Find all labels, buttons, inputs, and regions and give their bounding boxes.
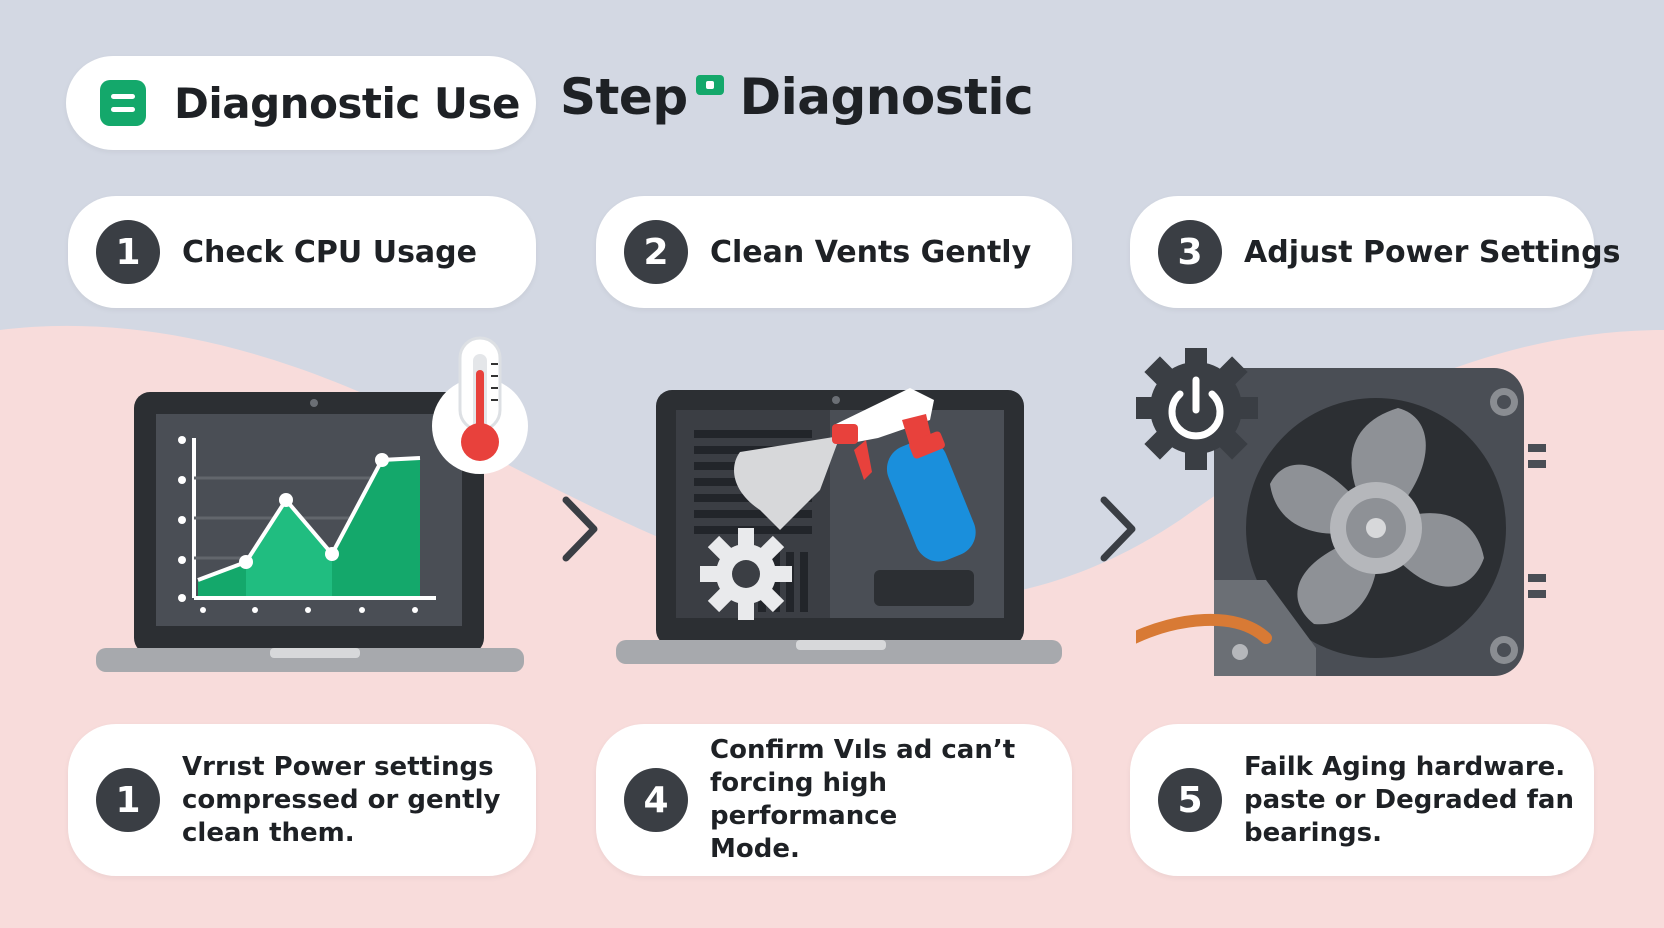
side-title-diagnostic: Diagnostic xyxy=(739,68,1034,126)
note-card-2[interactable]: 4 Confirm Vıls ad can’t forcing high per… xyxy=(596,724,1072,876)
step-card-3[interactable]: 3 Adjust Power Settings xyxy=(1130,196,1620,308)
note-card-1[interactable]: 1 Vrrıst Power settings compressed or ge… xyxy=(68,724,536,876)
note-text: Failk Aging hardware. paste or Degraded … xyxy=(1244,751,1574,848)
chevron-right-icon xyxy=(562,496,598,562)
step-number-badge: 2 xyxy=(624,220,688,284)
step-label: Clean Vents Gently xyxy=(710,234,1032,270)
cpu-chart-laptop xyxy=(96,336,528,672)
step-number-badge: 3 xyxy=(1158,220,1222,284)
fan-icon xyxy=(1214,368,1546,676)
note-text: Vrrıst Power settings compressed or gent… xyxy=(182,751,501,848)
step-card-2[interactable]: 2 Clean Vents Gently xyxy=(596,196,1072,308)
thermometer-icon xyxy=(432,336,528,474)
step-label: Check CPU Usage xyxy=(182,234,477,270)
power-gear-icon xyxy=(1136,348,1258,470)
note-text: Confirm Vıls ad can’t forcing high perfo… xyxy=(710,735,1016,864)
step-label: Adjust Power Settings xyxy=(1244,234,1621,270)
line-chart-icon xyxy=(178,436,436,613)
spray-bottle-icon xyxy=(734,388,976,562)
fan-power xyxy=(1136,348,1546,676)
header-pill: Diagnostic Use xyxy=(66,56,536,150)
chevron-right-icon xyxy=(1100,496,1136,562)
screen-icon xyxy=(695,75,724,95)
note-number-badge: 4 xyxy=(624,768,688,832)
note-card-3[interactable]: 5 Failk Aging hardware. paste or Degrade… xyxy=(1130,724,1594,876)
header-title: Diagnostic Use xyxy=(174,78,521,128)
note-number-badge: 5 xyxy=(1158,768,1222,832)
cleaning-laptop xyxy=(616,388,1062,664)
cable xyxy=(1136,613,1272,644)
note-number-badge: 1 xyxy=(96,768,160,832)
step-card-1[interactable]: 1 Check CPU Usage xyxy=(68,196,536,308)
side-title: Step Diagnostic xyxy=(560,68,1034,126)
step-number-badge: 1 xyxy=(96,220,160,284)
list-icon xyxy=(100,80,146,126)
side-title-step: Step xyxy=(560,68,688,126)
gear-icon xyxy=(700,528,792,620)
